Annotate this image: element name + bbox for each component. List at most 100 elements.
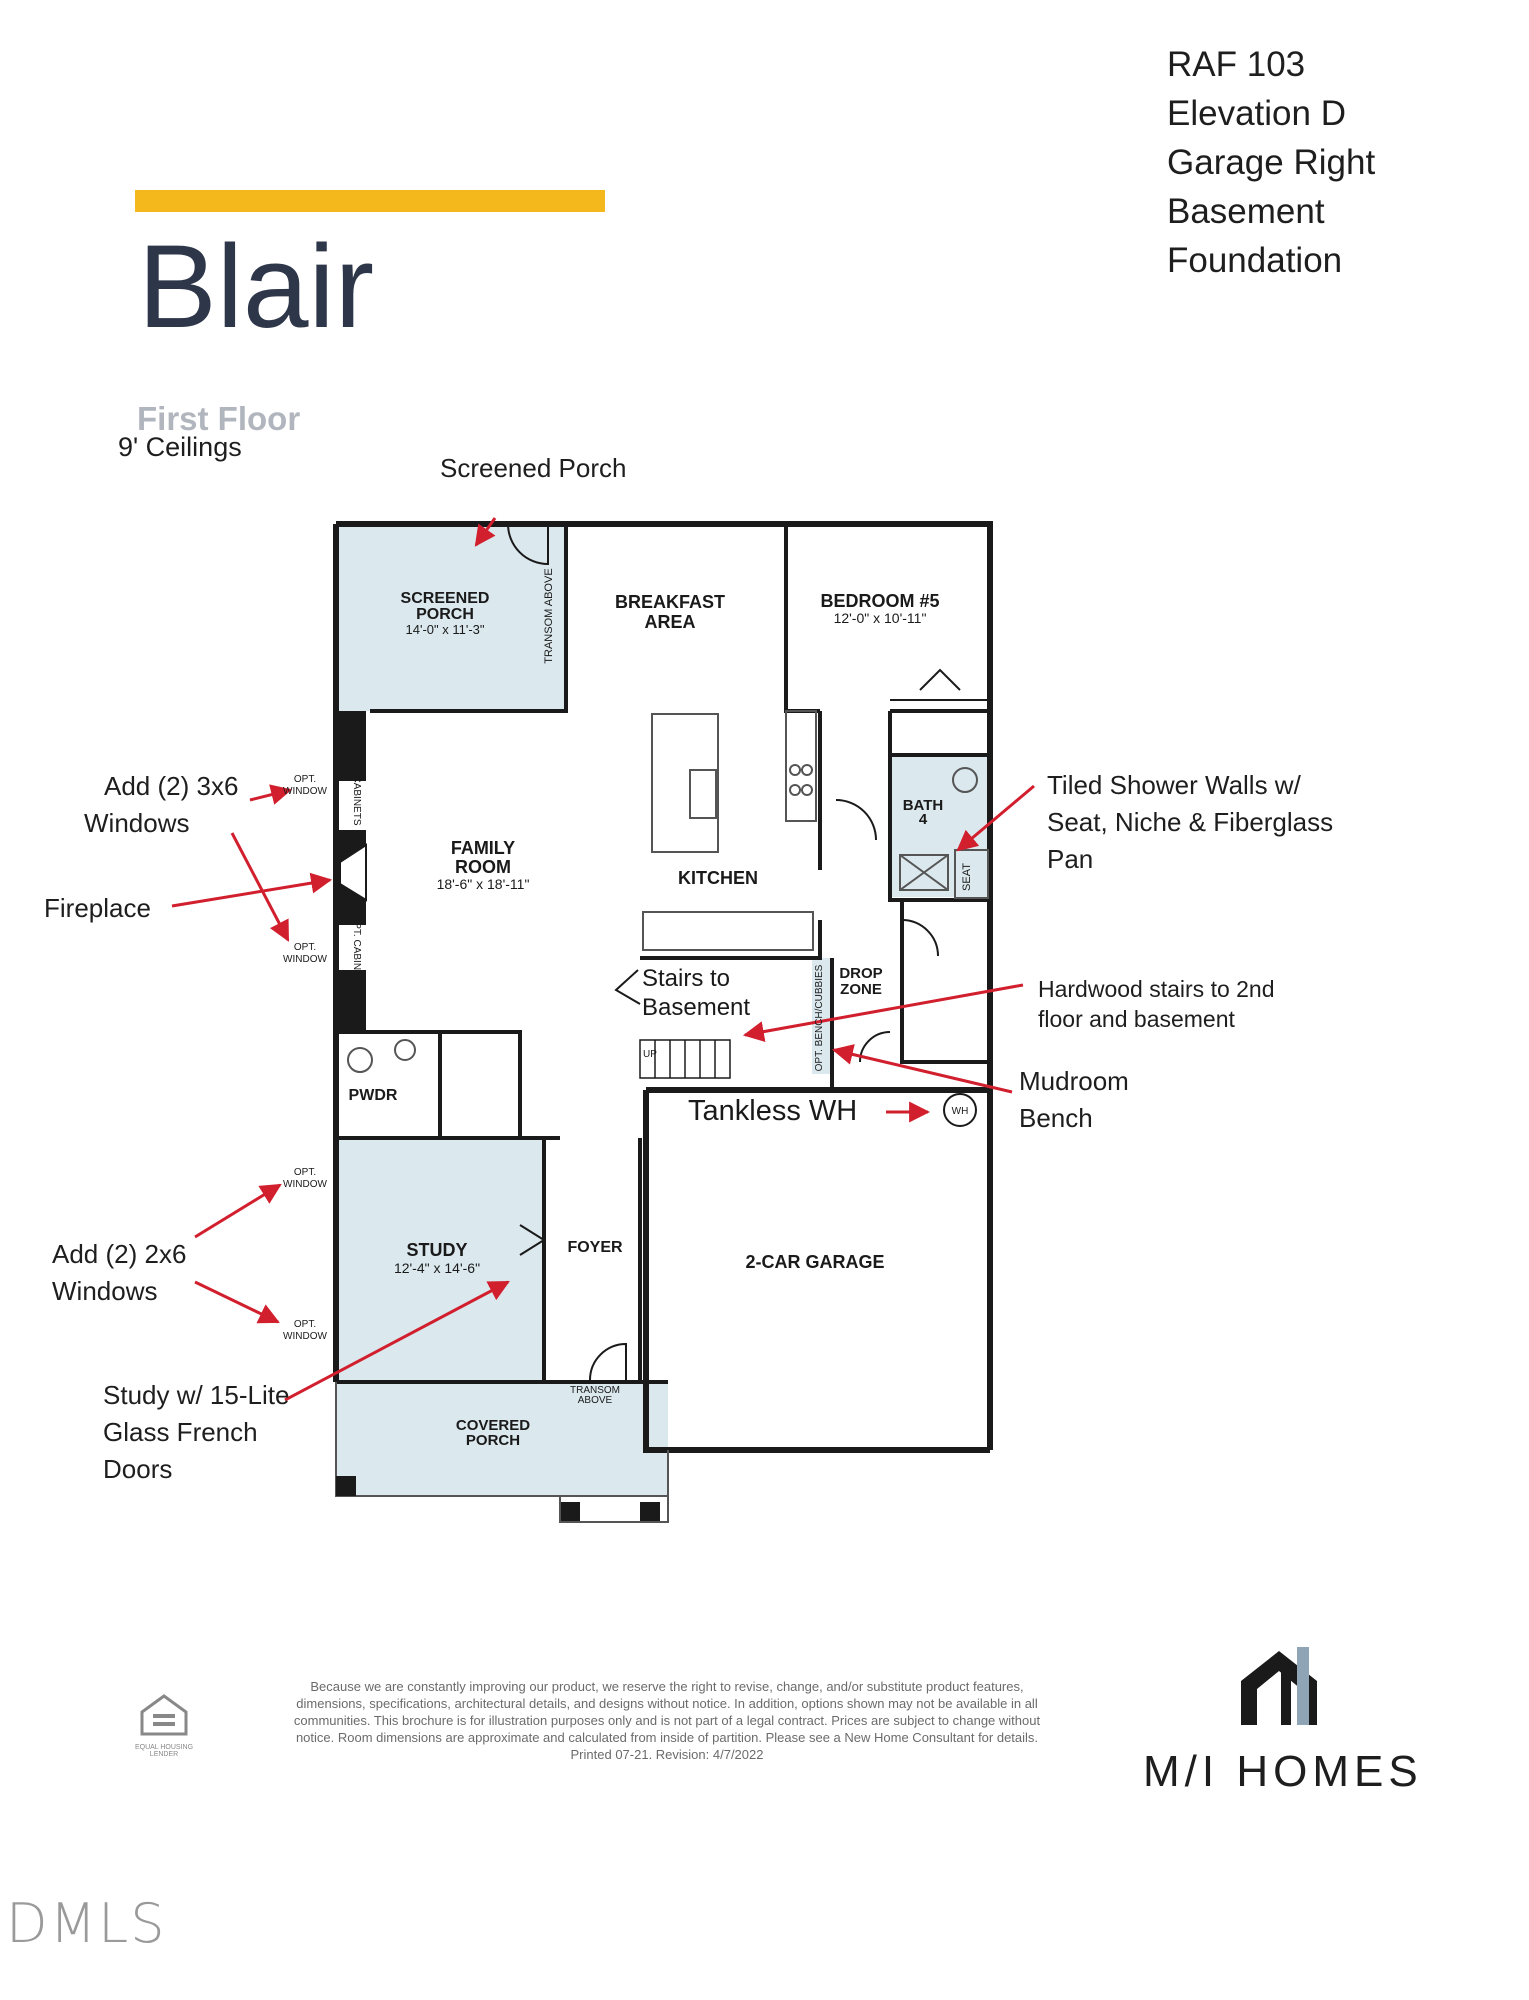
plan-title: Blair	[138, 221, 375, 353]
annotation-line: Seat, Niche & Fiberglass	[1047, 807, 1334, 837]
mi-homes-logo-icon	[1241, 1647, 1317, 1725]
room-name: SCREENED	[401, 590, 490, 607]
opt-window-label: WINDOW	[283, 954, 327, 965]
transom-label: TRANSOM	[570, 1385, 620, 1396]
opt-bench-label: OPT. BENCH/CUBBIES	[814, 964, 825, 1071]
room-name: PWDR	[349, 1087, 398, 1104]
opt-window-label: WINDOW	[283, 1331, 327, 1342]
transom-vertical-label: TRANSOM ABOVE	[543, 568, 555, 663]
drawing-annotations: Stairs to Basement Tankless WH	[642, 965, 857, 1127]
annotation-hardwood-stairs: Hardwood stairs to 2nd floor and basemen…	[1038, 974, 1275, 1034]
room-dims: 12'-4" x 14'-6"	[394, 1260, 480, 1276]
annotation-text: Stairs to	[642, 965, 730, 992]
room-labels: SCREENED PORCH 14'-0" x 11'-3" BREAKFAST…	[283, 568, 973, 1449]
ceiling-label: 9' Ceilings	[118, 432, 242, 462]
annotation-screened-porch: Screened Porch	[440, 453, 627, 483]
porch-column	[336, 1476, 356, 1496]
annotation-line: Add (2) 3x6	[104, 771, 239, 801]
opt-window-label: WINDOW	[283, 786, 327, 797]
opt-cabinets-label: OPT. CABINETS	[351, 914, 362, 989]
opt-window-label: OPT.	[294, 1167, 316, 1178]
annotation-add-3x6: Add (2) 3x6 Windows	[84, 768, 239, 842]
room-name: 2-CAR GARAGE	[745, 1252, 884, 1272]
annotation-line: Windows	[52, 1276, 158, 1306]
kitchen-island	[642, 710, 817, 951]
room-name: KITCHEN	[678, 868, 758, 888]
annotation-line: Bench	[1019, 1103, 1093, 1133]
annotation-tiled-shower: Tiled Shower Walls w/ Seat, Niche & Fibe…	[1047, 767, 1333, 878]
annotation-line: Pan	[1047, 844, 1094, 874]
doors	[507, 523, 990, 1381]
opt-window-label: OPT.	[294, 774, 316, 785]
opt-window-label: WINDOW	[283, 1179, 327, 1190]
plan-meta: RAF 103 Elevation D Garage Right Basemen…	[1167, 40, 1375, 285]
seat-label: SEAT	[961, 863, 973, 891]
equal-housing-icon	[140, 1694, 188, 1736]
exterior-walls	[333, 521, 993, 1453]
annotation-line: Windows	[84, 808, 190, 838]
annotation-add-2x6: Add (2) 2x6 Windows	[52, 1236, 186, 1310]
room-name: COVERED	[456, 1417, 530, 1434]
annotation-line: Hardwood stairs to 2nd	[1038, 976, 1275, 1002]
room-name: DROP	[839, 965, 882, 982]
study-fill	[338, 1138, 544, 1380]
annotation-line: Mudroom	[1019, 1066, 1129, 1096]
disclaimer: Because we are constantly improving our …	[293, 1679, 1041, 1762]
eho-label: EQUAL HOUSING LENDER	[134, 1744, 194, 1758]
water-heater-label: WH	[952, 1106, 969, 1117]
meta-line: Garage Right	[1167, 143, 1376, 182]
watermark: DMLS	[6, 1892, 167, 1955]
opt-window-label: OPT.	[294, 1319, 316, 1330]
annotation-line: Tiled Shower Walls w/	[1047, 770, 1301, 800]
covered-porch-outline	[335, 1382, 669, 1497]
room-name: FAMILY	[451, 838, 515, 858]
annotation-line: Add (2) 2x6	[52, 1239, 187, 1269]
room-dims: 14'-0" x 11'-3"	[406, 622, 485, 637]
annotation-fireplace: Fireplace	[44, 893, 151, 923]
room-name: AREA	[644, 612, 695, 632]
bath-fill	[890, 755, 988, 897]
annotation-study: Study w/ 15-Lite Glass French Doors	[103, 1377, 289, 1488]
stairs-up-label: UP	[643, 1049, 657, 1060]
meta-line: RAF 103	[1167, 45, 1306, 84]
fireplace	[339, 843, 367, 902]
brand-name: M/I HOMES	[1143, 1747, 1423, 1796]
transom-label: ABOVE	[578, 1395, 613, 1406]
meta-line: Elevation D	[1167, 94, 1346, 133]
annotation-mudroom: Mudroom Bench	[1019, 1063, 1129, 1137]
screened-porch-fill	[336, 524, 566, 711]
opt-window-label: OPT.	[294, 942, 316, 953]
meta-line: Basement	[1167, 192, 1325, 231]
room-name: BEDROOM #5	[820, 591, 939, 611]
room-dims: 12'-0" x 10'-11"	[834, 610, 927, 626]
stairs	[639, 1039, 731, 1079]
annotation-line: Doors	[103, 1454, 173, 1484]
room-name: STUDY	[406, 1240, 467, 1260]
accent-bar	[135, 190, 605, 212]
room-name: FOYER	[567, 1239, 623, 1256]
room-name: PORCH	[416, 606, 474, 623]
wall-block	[336, 711, 366, 781]
room-name: 4	[919, 811, 928, 828]
annotation-line: Glass French	[103, 1417, 258, 1447]
wall-block	[336, 970, 366, 1032]
room-name: PORCH	[466, 1432, 520, 1449]
annotation-text: Basement	[642, 994, 750, 1021]
annotation-line: Study w/ 15-Lite	[103, 1380, 290, 1410]
porch-column	[560, 1502, 580, 1522]
drop-zone-fill	[812, 958, 832, 1074]
water-heater	[943, 1093, 977, 1127]
annotation-text: Tankless WH	[688, 1095, 857, 1127]
annotation-arrows	[171, 517, 1035, 1402]
room-name: BATH	[903, 797, 944, 814]
bath-fixtures	[347, 767, 989, 1073]
room-name: BREAKFAST	[615, 592, 725, 612]
cooktop	[789, 764, 813, 796]
opt-cabinets-label: OPT. CABINETS	[351, 750, 362, 825]
covered-porch-fill	[336, 1382, 668, 1496]
meta-line: Foundation	[1167, 241, 1343, 280]
porch-column	[640, 1502, 660, 1522]
room-dims: 18'-6" x 18'-11"	[437, 876, 530, 892]
annotation-line: floor and basement	[1038, 1006, 1235, 1032]
